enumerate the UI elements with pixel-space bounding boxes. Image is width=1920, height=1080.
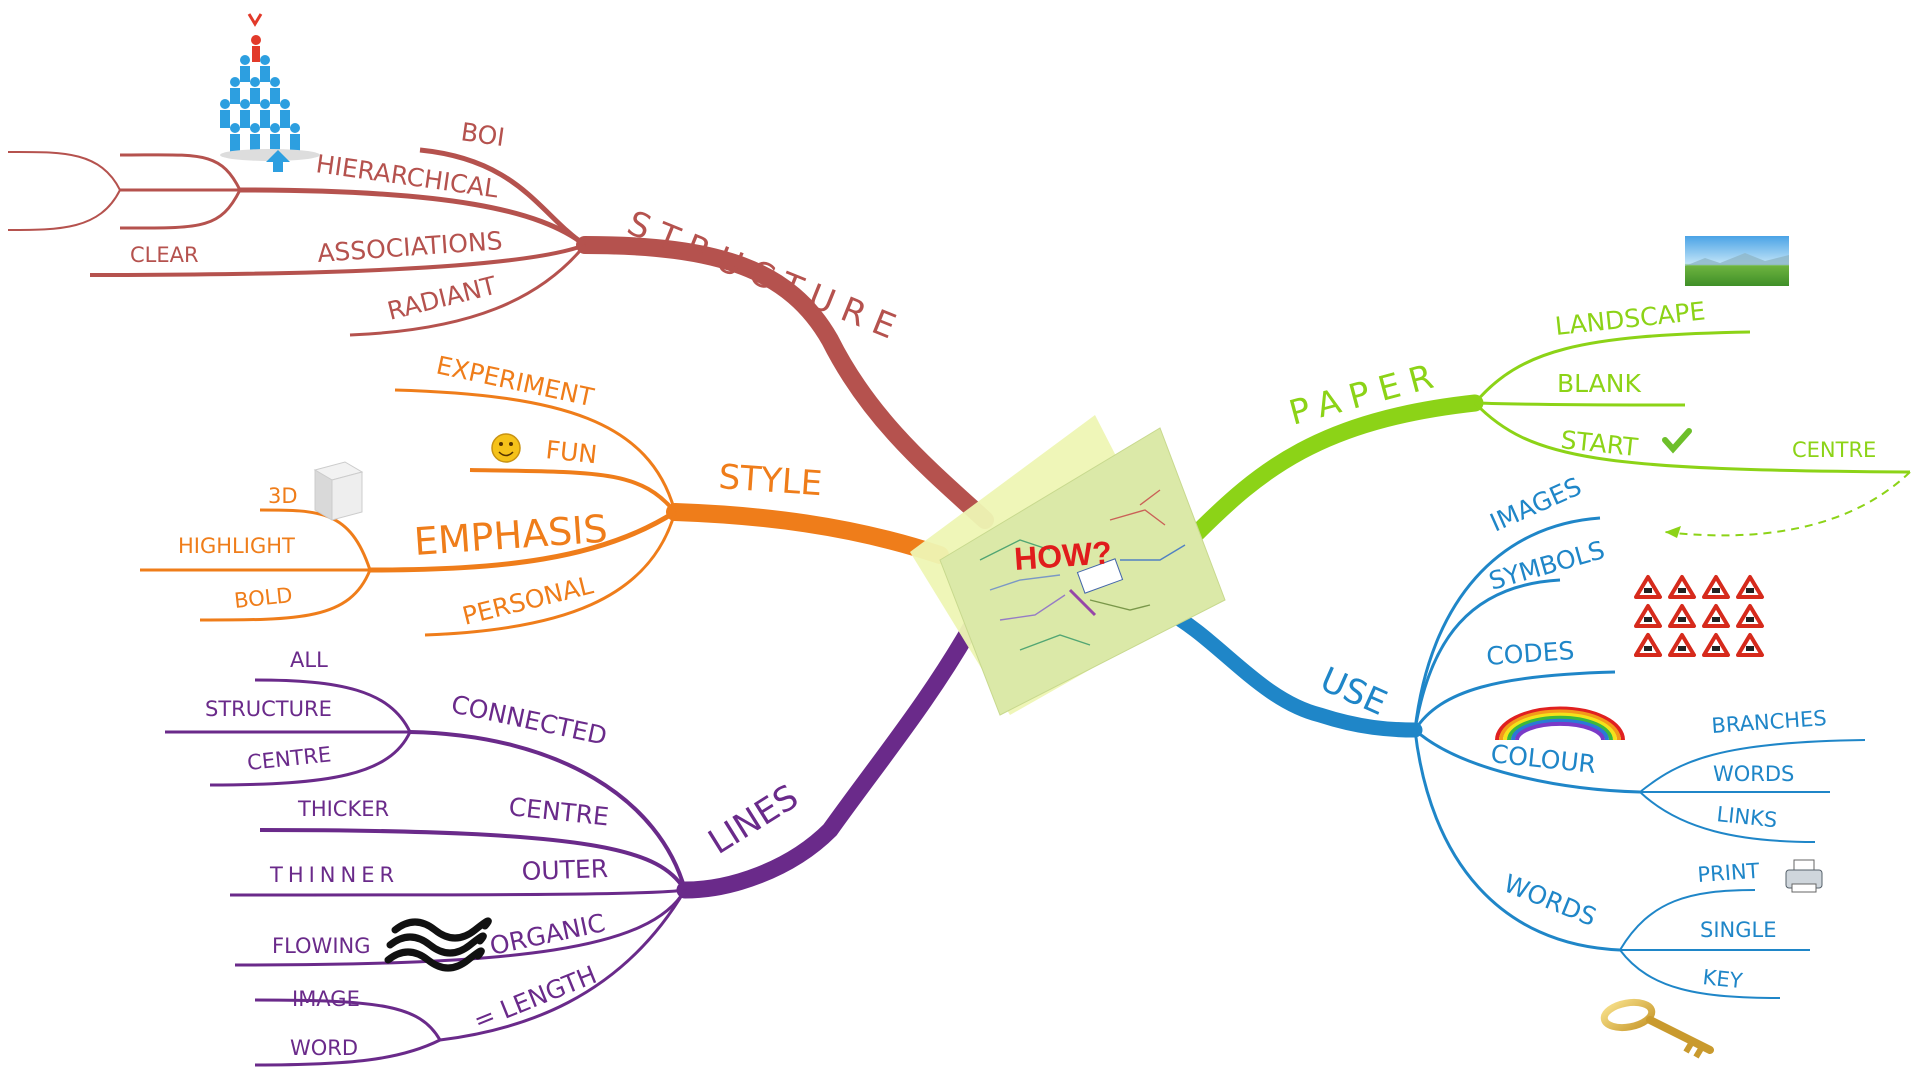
highlight-label: HIGHLIGHT	[178, 534, 295, 558]
clear-label: CLEAR	[130, 243, 199, 267]
codes-label: CODES	[1485, 636, 1575, 671]
personal-label: PERSONAL	[459, 570, 596, 630]
experiment-label: EXPERIMENT	[434, 351, 597, 413]
style-label: STYLE	[717, 457, 823, 504]
boi-label: BOI	[459, 117, 506, 152]
people-pyramid-icon	[220, 13, 320, 161]
branches-label: BRANCHES	[1711, 706, 1828, 738]
start-label: START	[1559, 425, 1639, 462]
image-label: IMAGE	[292, 987, 360, 1011]
checkmark-icon	[1662, 428, 1692, 454]
all-label: ALL	[290, 648, 328, 672]
thinner-label: THINNER	[269, 863, 399, 887]
word-label: WORD	[290, 1036, 358, 1060]
connected-label: CONNECTED	[449, 690, 610, 751]
style-branch: STYLE EXPERIMENT FUN EMPHASIS PERSONAL 3…	[140, 351, 949, 637]
radiant-label: RADIANT	[384, 271, 500, 326]
fun-label: FUN	[544, 435, 598, 469]
emphasis-label: EMPHASIS	[413, 507, 609, 564]
central-image: HOW?	[910, 415, 1226, 716]
smiley-icon	[491, 433, 521, 463]
lines-label: LINES	[702, 777, 806, 863]
thicker-label: THICKER	[297, 797, 389, 821]
bold-label: BOLD	[233, 583, 294, 613]
single-label: SINGLE	[1700, 918, 1776, 942]
3d-label: 3D	[268, 484, 298, 508]
key-icon	[1600, 998, 1714, 1059]
words-label: WORDS	[1500, 869, 1601, 932]
flowing-label: FLOWING	[272, 934, 371, 958]
blank-label: BLANK	[1557, 369, 1641, 398]
landscape-image-icon	[1685, 236, 1789, 286]
print-label: PRINT	[1697, 859, 1761, 887]
centre-sub-label: CENTRE	[246, 742, 332, 775]
organic-label: ORGANIC	[487, 908, 608, 961]
outer-label: OUTER	[521, 854, 608, 886]
warning-signs-icon	[1634, 575, 1764, 657]
symbols-label: SYMBOLS	[1486, 535, 1608, 596]
rainbow-icon	[1495, 706, 1625, 741]
up-arrow-icon	[266, 150, 290, 172]
length-label: = LENGTH	[469, 960, 600, 1036]
images-label: IMAGES	[1486, 472, 1586, 538]
center-title: HOW?	[1013, 534, 1113, 577]
structure-branch: STRUCTURE BOI HIERARCHICAL ASSOCIATIONS …	[7, 117, 994, 529]
lines-branch: LINES CONNECTED ALL STRUCTURE CENTRE CEN…	[165, 611, 984, 1067]
words-sub-label: WORDS	[1713, 762, 1794, 786]
links-label: LINKS	[1715, 802, 1778, 832]
centre-paper-label: CENTRE	[1792, 438, 1876, 462]
structure-label: STRUCTURE	[622, 203, 911, 351]
cube-icon	[313, 461, 364, 521]
wave-icon	[384, 917, 492, 972]
centre-label: CENTRE	[507, 792, 610, 831]
structure-sub-label: STRUCTURE	[205, 697, 332, 721]
printer-icon	[1785, 859, 1823, 893]
key-label: KEY	[1701, 965, 1743, 993]
